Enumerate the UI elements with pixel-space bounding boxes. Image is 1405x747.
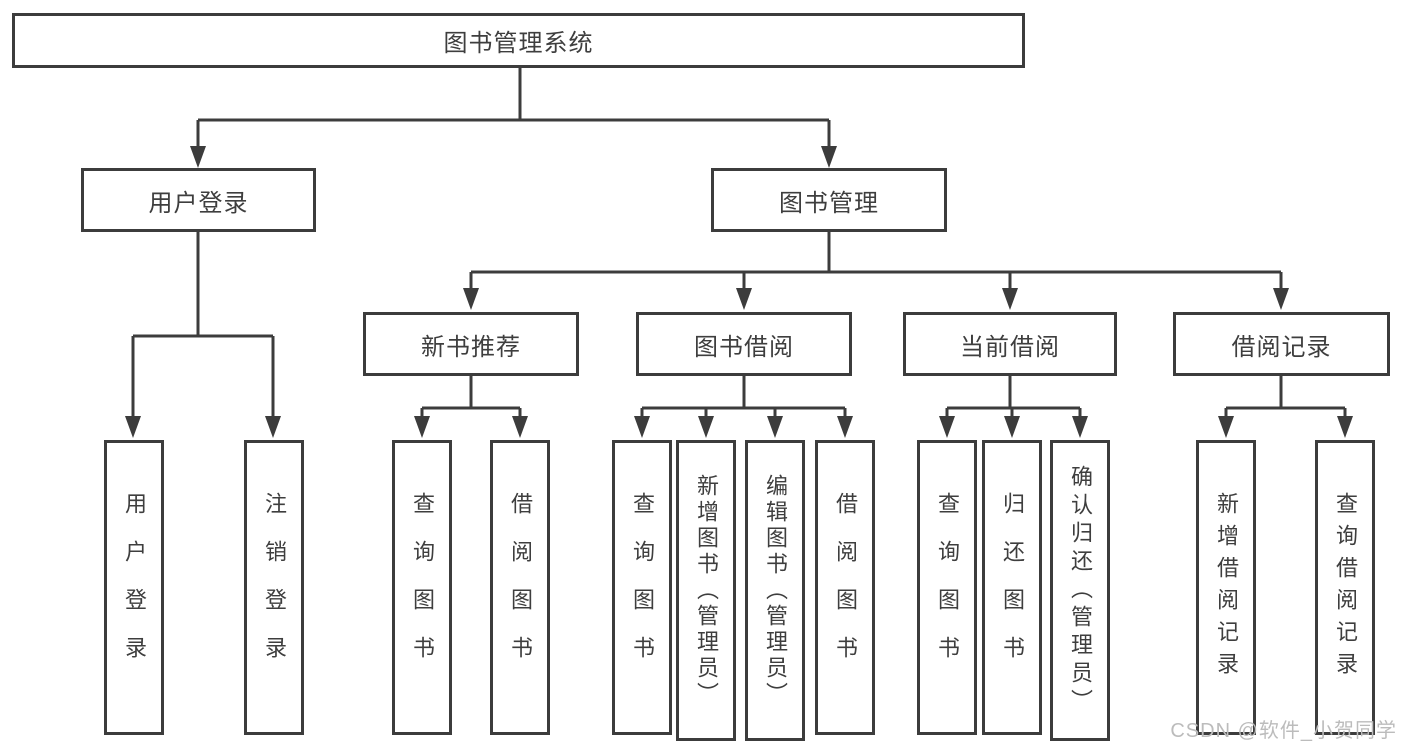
leaf-nb-borrow-books-label: 借阅图书: [508, 491, 533, 684]
node-book-borrow-label: 图书借阅: [694, 333, 794, 361]
leaf-cb-query-books-label: 查询图书: [935, 491, 960, 684]
leaf-cb-return-books-label: 归还图书: [1000, 491, 1025, 684]
leaf-cb-confirm-return-admin-label: 确认归还（管理员）: [1068, 464, 1093, 717]
leaf-nb-query-books-label: 查询图书: [410, 491, 435, 684]
leaf-br-add-record: 新增借阅记录: [1196, 440, 1256, 735]
leaf-bb-add-books-admin-label: 新增图书（管理员）: [694, 473, 719, 708]
node-borrow-records: 借阅记录: [1173, 312, 1390, 376]
leaf-logout: 注销登录: [244, 440, 304, 735]
node-borrow-records-label: 借阅记录: [1231, 333, 1332, 361]
leaf-bb-query-books-label: 查询图书: [630, 491, 655, 684]
node-current-borrow-label: 当前借阅: [960, 333, 1060, 361]
node-new-book-recommend: 新书推荐: [363, 312, 579, 376]
leaf-nb-query-books: 查询图书: [392, 440, 452, 735]
root-node: 图书管理系统: [12, 13, 1025, 68]
node-user-login-label: 用户登录: [148, 189, 249, 217]
leaf-nb-borrow-books: 借阅图书: [490, 440, 550, 735]
leaf-logout-label: 注销登录: [262, 491, 287, 684]
leaf-cb-confirm-return-admin: 确认归还（管理员）: [1050, 440, 1110, 741]
leaf-bb-query-books: 查询图书: [612, 440, 672, 735]
leaf-bb-borrow-books: 借阅图书: [815, 440, 875, 735]
node-book-management: 图书管理: [711, 168, 947, 232]
leaf-bb-borrow-books-label: 借阅图书: [833, 491, 858, 684]
leaf-bb-edit-books-admin: 编辑图书（管理员）: [745, 440, 805, 741]
leaf-bb-edit-books-admin-label: 编辑图书（管理员）: [763, 473, 788, 708]
root-node-label: 图书管理系统: [443, 30, 594, 57]
csdn-watermark: CSDN @软件_小贺同学: [1170, 720, 1397, 742]
leaf-br-query-record-label: 查询借阅记录: [1333, 491, 1358, 684]
leaf-user-login: 用户登录: [104, 440, 164, 735]
leaf-bb-add-books-admin: 新增图书（管理员）: [676, 440, 736, 741]
node-book-borrow: 图书借阅: [636, 312, 852, 376]
node-current-borrow: 当前借阅: [903, 312, 1117, 376]
node-book-management-label: 图书管理: [779, 189, 879, 217]
leaf-br-query-record: 查询借阅记录: [1315, 440, 1375, 735]
node-new-book-recommend-label: 新书推荐: [421, 333, 521, 361]
leaf-cb-query-books: 查询图书: [917, 440, 977, 735]
leaf-user-login-label: 用户登录: [122, 491, 147, 684]
node-user-login: 用户登录: [81, 168, 316, 232]
leaf-cb-return-books: 归还图书: [982, 440, 1042, 735]
leaf-br-add-record-label: 新增借阅记录: [1214, 491, 1239, 684]
